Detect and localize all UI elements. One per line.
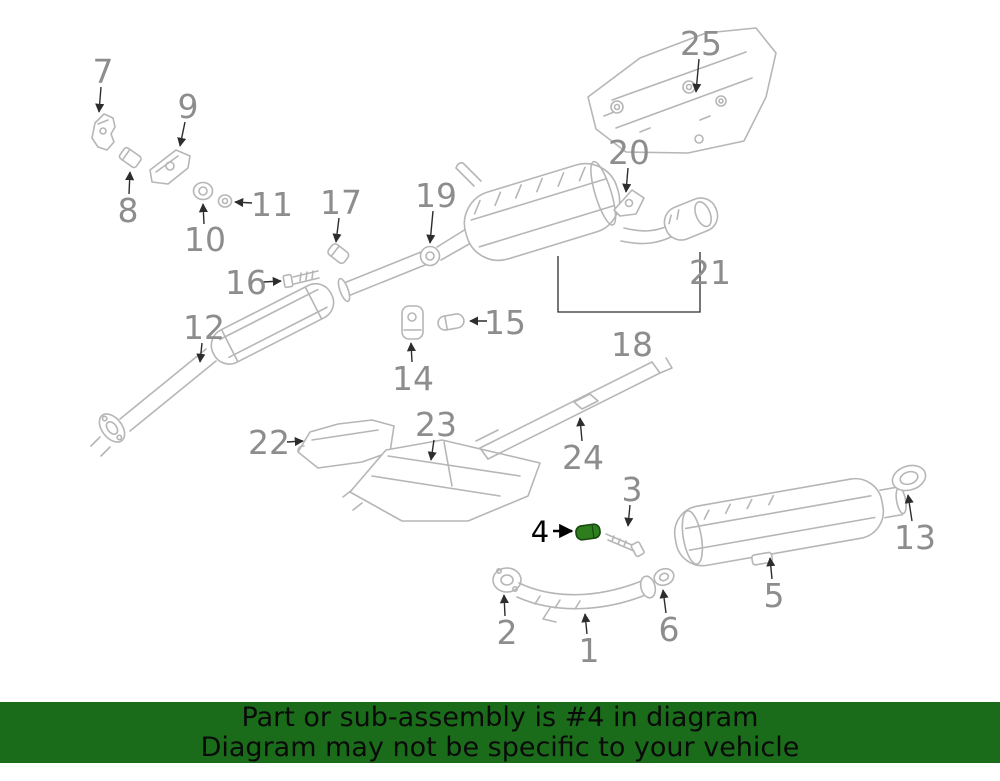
callout-arrow-14 bbox=[406, 342, 416, 363]
part-23-heat-shield bbox=[342, 439, 541, 522]
part-label-25: 25 bbox=[680, 24, 722, 63]
callout-arrow-12 bbox=[196, 342, 206, 363]
part-25-heat-shield bbox=[587, 27, 777, 154]
part-24-support-rail bbox=[475, 357, 673, 460]
part-17-stud bbox=[327, 243, 350, 265]
callout-arrow-24 bbox=[576, 417, 586, 442]
info-banner: Part or sub-assembly is #4 in diagram Di… bbox=[0, 702, 1000, 763]
callout-arrow-17 bbox=[332, 217, 342, 243]
part-4-highlighted-group bbox=[575, 523, 601, 541]
part-label-1: 1 bbox=[579, 631, 600, 670]
part-7-clip bbox=[91, 113, 116, 151]
part-label-6: 6 bbox=[659, 610, 680, 649]
part-14-hanger-bracket bbox=[401, 305, 424, 340]
part-19-gasket bbox=[419, 228, 472, 267]
part-label-17: 17 bbox=[320, 183, 362, 222]
part-label-4: 4 bbox=[531, 515, 549, 549]
callout-arrow-13 bbox=[904, 494, 914, 522]
part-label-5: 5 bbox=[764, 576, 785, 615]
part-label-20: 20 bbox=[608, 133, 650, 172]
callout-arrow-22 bbox=[286, 436, 304, 447]
callout-arrow-19 bbox=[426, 210, 436, 244]
part-8-spacer bbox=[118, 146, 142, 169]
part-label-10: 10 bbox=[184, 220, 226, 259]
callout-arrow-3 bbox=[624, 504, 634, 527]
callout-arrow-2 bbox=[499, 594, 509, 617]
callout-arrow-10 bbox=[198, 203, 208, 225]
callout-arrow-1 bbox=[581, 613, 591, 635]
part-22-heat-shield bbox=[297, 419, 395, 469]
part-label-16: 16 bbox=[225, 263, 267, 302]
part-label-12: 12 bbox=[183, 308, 225, 347]
part-label-14: 14 bbox=[392, 359, 434, 398]
diagram-linework bbox=[90, 27, 927, 623]
callout-arrow-9 bbox=[177, 121, 187, 147]
part-9-bracket bbox=[149, 149, 191, 185]
part-label-22: 22 bbox=[248, 423, 290, 462]
callout-arrow-7 bbox=[95, 86, 105, 113]
part-label-11: 11 bbox=[251, 185, 293, 224]
part-3-bolt bbox=[605, 533, 645, 558]
callout-arrow-16 bbox=[262, 276, 282, 286]
part-label-21: 21 bbox=[689, 253, 731, 292]
part-18-muffler bbox=[455, 160, 719, 262]
part-label-9: 9 bbox=[178, 87, 199, 126]
part-12-center-pipe bbox=[90, 251, 426, 457]
part-10-grommet bbox=[192, 181, 214, 201]
callout-arrow-5 bbox=[766, 557, 776, 580]
exhaust-parts-diagram: 7981011161719121415252021182223243413521… bbox=[90, 24, 937, 670]
part-label-8: 8 bbox=[118, 191, 139, 230]
part-15-spacer bbox=[437, 313, 465, 331]
part-6-gasket bbox=[653, 567, 675, 587]
banner-line-1: Part or sub-assembly is #4 in diagram bbox=[241, 701, 759, 733]
part-2-flange bbox=[492, 567, 522, 593]
part-1-front-pipe bbox=[516, 575, 657, 623]
callout-arrow-20 bbox=[622, 167, 632, 193]
callout-arrow-8 bbox=[125, 171, 135, 195]
highlighted-part-seam bbox=[591, 524, 595, 538]
part-label-19: 19 bbox=[415, 176, 457, 215]
part-label-13: 13 bbox=[894, 518, 936, 557]
banner-line-2: Diagram may not be specific to your vehi… bbox=[200, 731, 800, 763]
part-label-2: 2 bbox=[497, 613, 518, 652]
callout-arrow-6 bbox=[659, 589, 669, 614]
part-16-bolt bbox=[282, 270, 320, 289]
callout-arrow-11 bbox=[234, 197, 253, 208]
part-label-15: 15 bbox=[484, 303, 526, 342]
part-label-23: 23 bbox=[415, 405, 457, 444]
part-5-rear-muffler bbox=[673, 477, 907, 567]
part-20-bracket bbox=[613, 189, 645, 217]
part-label-18: 18 bbox=[611, 325, 653, 364]
callout-arrow-23 bbox=[427, 439, 437, 461]
part-label-24: 24 bbox=[562, 438, 604, 477]
callout-arrow-25 bbox=[692, 58, 702, 93]
part-11-washer bbox=[217, 194, 233, 208]
leader-bracket-18-21 bbox=[557, 252, 701, 313]
highlighted-part bbox=[575, 523, 601, 541]
part-label-7: 7 bbox=[93, 52, 114, 91]
part-13-gasket-ring bbox=[891, 464, 927, 492]
part-label-3: 3 bbox=[622, 470, 643, 509]
